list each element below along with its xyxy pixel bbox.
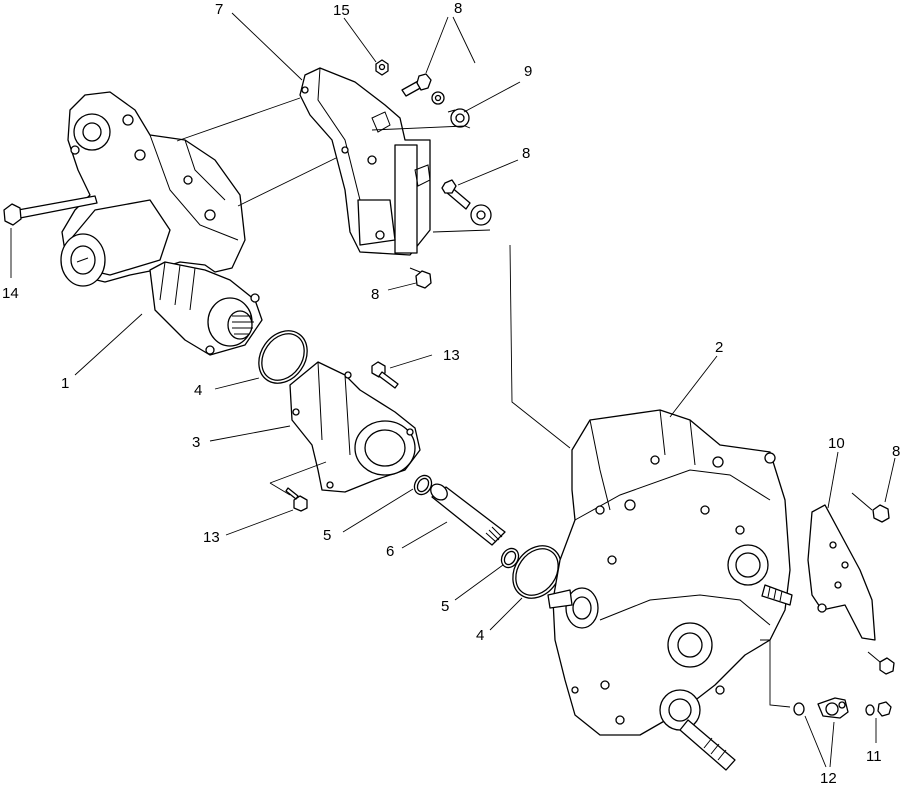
callout-7: 7: [215, 1, 223, 18]
callout-8-middle: 8: [522, 145, 530, 162]
callout-14: 14: [2, 285, 19, 302]
part-1-front-gearcase: [3, 91, 263, 356]
part-4-o-ring-lower: [512, 545, 562, 599]
callout-4-lower: 4: [476, 627, 484, 644]
hardware-8-bolt-middle: [441, 179, 492, 226]
callout-13-lower: 13: [203, 529, 220, 546]
callout-11: 11: [866, 748, 882, 765]
callout-2: 2: [715, 339, 723, 356]
callout-1: 1: [61, 375, 69, 392]
callout-12: 12: [820, 770, 837, 787]
part-12-fitting: [793, 697, 849, 719]
callout-8-lower: 8: [371, 286, 379, 303]
part-2-main-gearcase: [547, 409, 793, 771]
callout-9: 9: [524, 63, 532, 80]
callout-5-upper: 5: [323, 527, 331, 544]
part-7-mounting-bracket: [299, 67, 431, 256]
callout-13-upper: 13: [443, 347, 460, 364]
callout-3: 3: [192, 434, 200, 451]
part-10-side-bracket: [807, 504, 876, 641]
hardware-8-bolt-right: [851, 492, 890, 523]
hardware-13-bolt-lower: [285, 487, 308, 512]
hardware-bolt-right-lower: [867, 651, 895, 675]
part-11-plug: [865, 701, 892, 717]
part-6-coupling-shaft: [430, 483, 506, 546]
callout-15: 15: [333, 2, 350, 19]
callout-8-top: 8: [454, 0, 462, 17]
callout-10: 10: [828, 435, 845, 452]
hardware-13-bolt-upper: [371, 361, 399, 389]
callout-6: 6: [386, 543, 394, 560]
callout-8-right: 8: [892, 443, 900, 460]
part-3-adapter-housing: [289, 361, 421, 493]
part-5-snap-ring-upper: [413, 474, 433, 496]
part-4-o-ring-upper: [258, 330, 308, 384]
hardware-15-nut: [375, 59, 389, 76]
callout-4-upper: 4: [194, 382, 202, 399]
hardware-9-bushing: [447, 108, 470, 128]
callout-5-lower: 5: [441, 598, 449, 615]
hardware-8-bolt-upper: [401, 73, 445, 105]
leader-lines: [10, 12, 896, 768]
hardware-8-nut-lower: [409, 267, 432, 289]
